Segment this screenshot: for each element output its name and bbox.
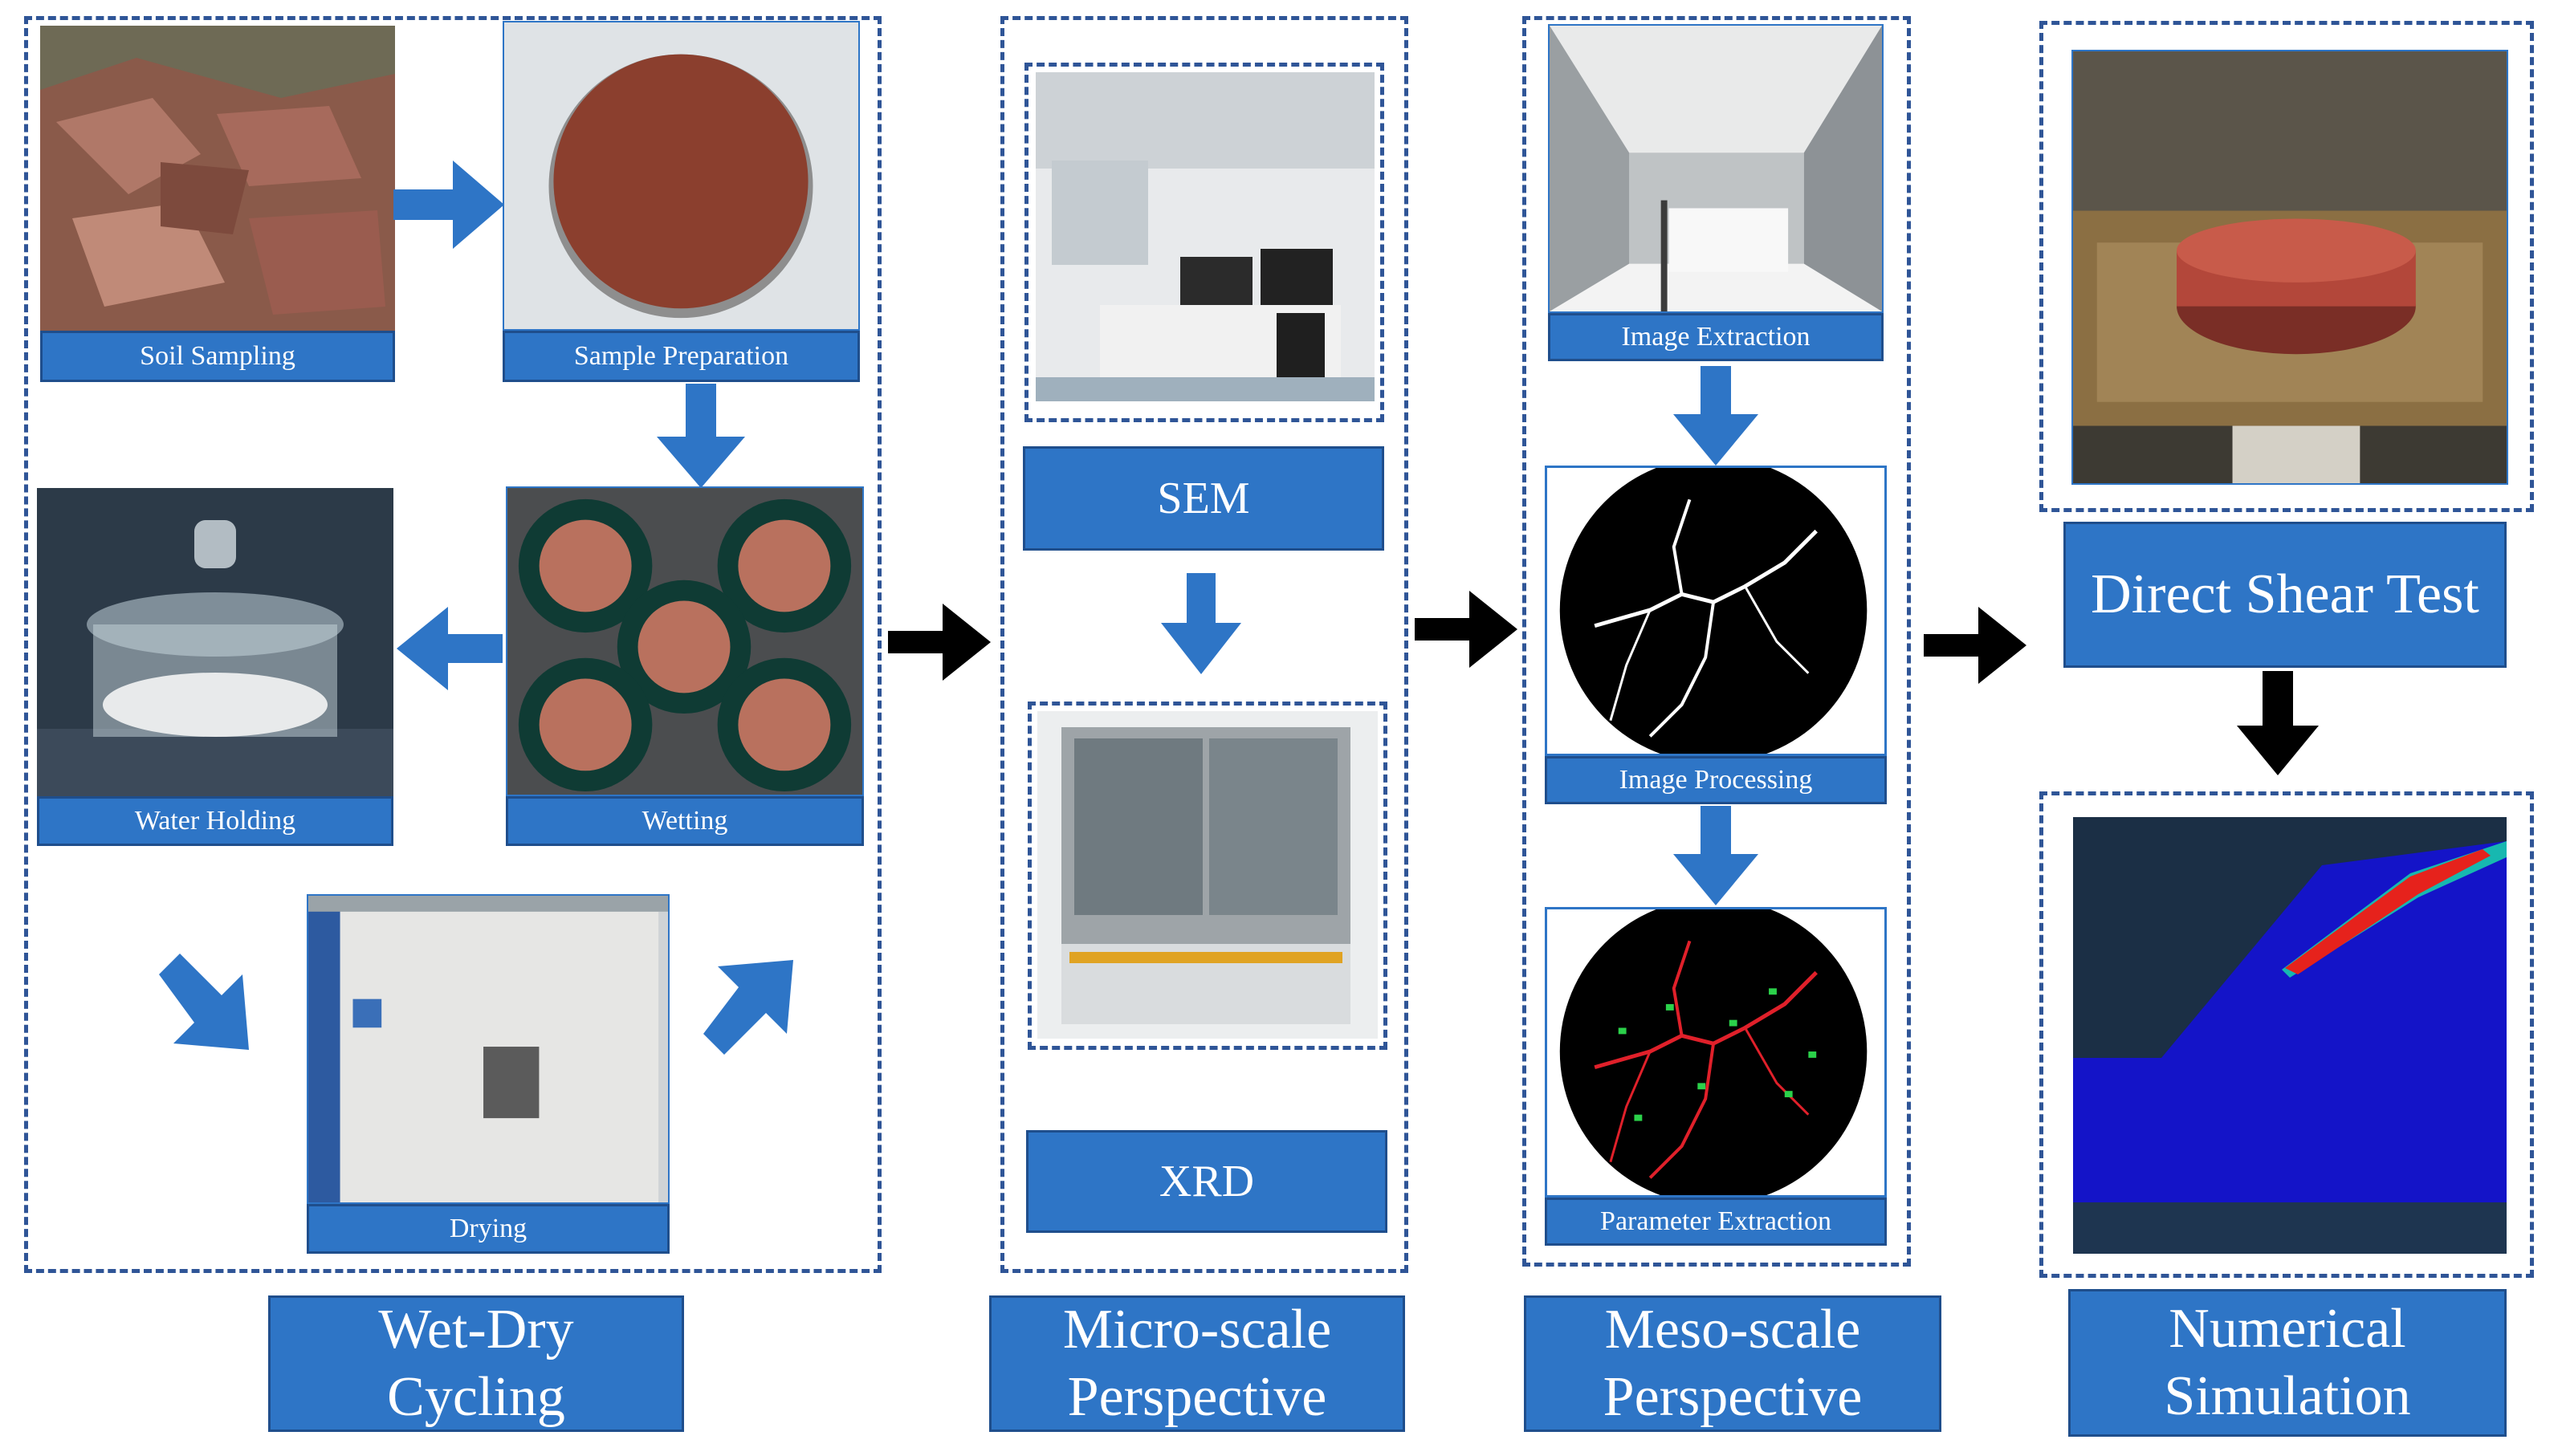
meso-scale-title: Meso-scale Perspective xyxy=(1524,1295,1941,1432)
numerical-simulation-photo xyxy=(2073,817,2507,1254)
flow-arrow-icon xyxy=(1924,607,2026,684)
flow-arrow-icon xyxy=(888,604,991,681)
arrow-up-right-icon xyxy=(703,960,793,1055)
wet-dry-panel xyxy=(24,16,882,1273)
image-extraction-photo xyxy=(1548,24,1884,313)
image-processing-photo xyxy=(1545,466,1887,756)
flow-arrow-icon xyxy=(1415,591,1517,668)
water-holding-photo xyxy=(37,488,393,796)
drying-photo xyxy=(307,894,670,1204)
arrow-down-icon xyxy=(657,384,745,488)
numerical-simulation-title: Numerical Simulation xyxy=(2068,1289,2507,1437)
meso-scale-panel xyxy=(1522,16,1911,1267)
flow-arrow-down-icon xyxy=(2237,671,2319,775)
arrow-down-right-icon xyxy=(159,954,249,1050)
soil-sampling-label: Soil Sampling xyxy=(40,331,395,382)
direct-shear-photo xyxy=(2071,50,2508,485)
wetting-photo xyxy=(506,486,864,796)
sample-preparation-label: Sample Preparation xyxy=(503,331,860,382)
wetting-label: Wetting xyxy=(506,796,864,846)
numerical-simulation-frame xyxy=(2039,791,2534,1278)
wet-dry-title: Wet-Dry Cycling xyxy=(268,1295,684,1432)
direct-shear-title: Direct Shear Test xyxy=(2063,522,2507,668)
drying-label: Drying xyxy=(307,1204,670,1254)
xrd-photo xyxy=(1037,711,1378,1039)
sem-photo xyxy=(1036,72,1375,401)
arrow-right-icon xyxy=(393,161,504,249)
image-processing-label: Image Processing xyxy=(1545,756,1887,804)
water-holding-label: Water Holding xyxy=(37,796,393,846)
arrow-down-icon xyxy=(1673,806,1758,905)
xrd-label: XRD xyxy=(1026,1130,1387,1233)
sem-frame xyxy=(1024,63,1384,422)
arrow-left-icon xyxy=(397,607,503,690)
micro-scale-panel xyxy=(1000,16,1408,1273)
arrow-down-icon xyxy=(1161,573,1241,674)
parameter-extraction-photo xyxy=(1545,907,1887,1198)
parameter-extraction-label: Parameter Extraction xyxy=(1545,1198,1887,1246)
soil-sampling-photo xyxy=(40,26,395,331)
sample-preparation-photo xyxy=(503,21,860,331)
arrow-down-icon xyxy=(1673,366,1758,466)
xrd-frame xyxy=(1028,702,1387,1050)
direct-shear-frame xyxy=(2039,21,2534,512)
micro-scale-title: Micro-scale Perspective xyxy=(989,1295,1405,1432)
sem-label: SEM xyxy=(1023,446,1384,551)
image-extraction-label: Image Extraction xyxy=(1548,313,1884,361)
